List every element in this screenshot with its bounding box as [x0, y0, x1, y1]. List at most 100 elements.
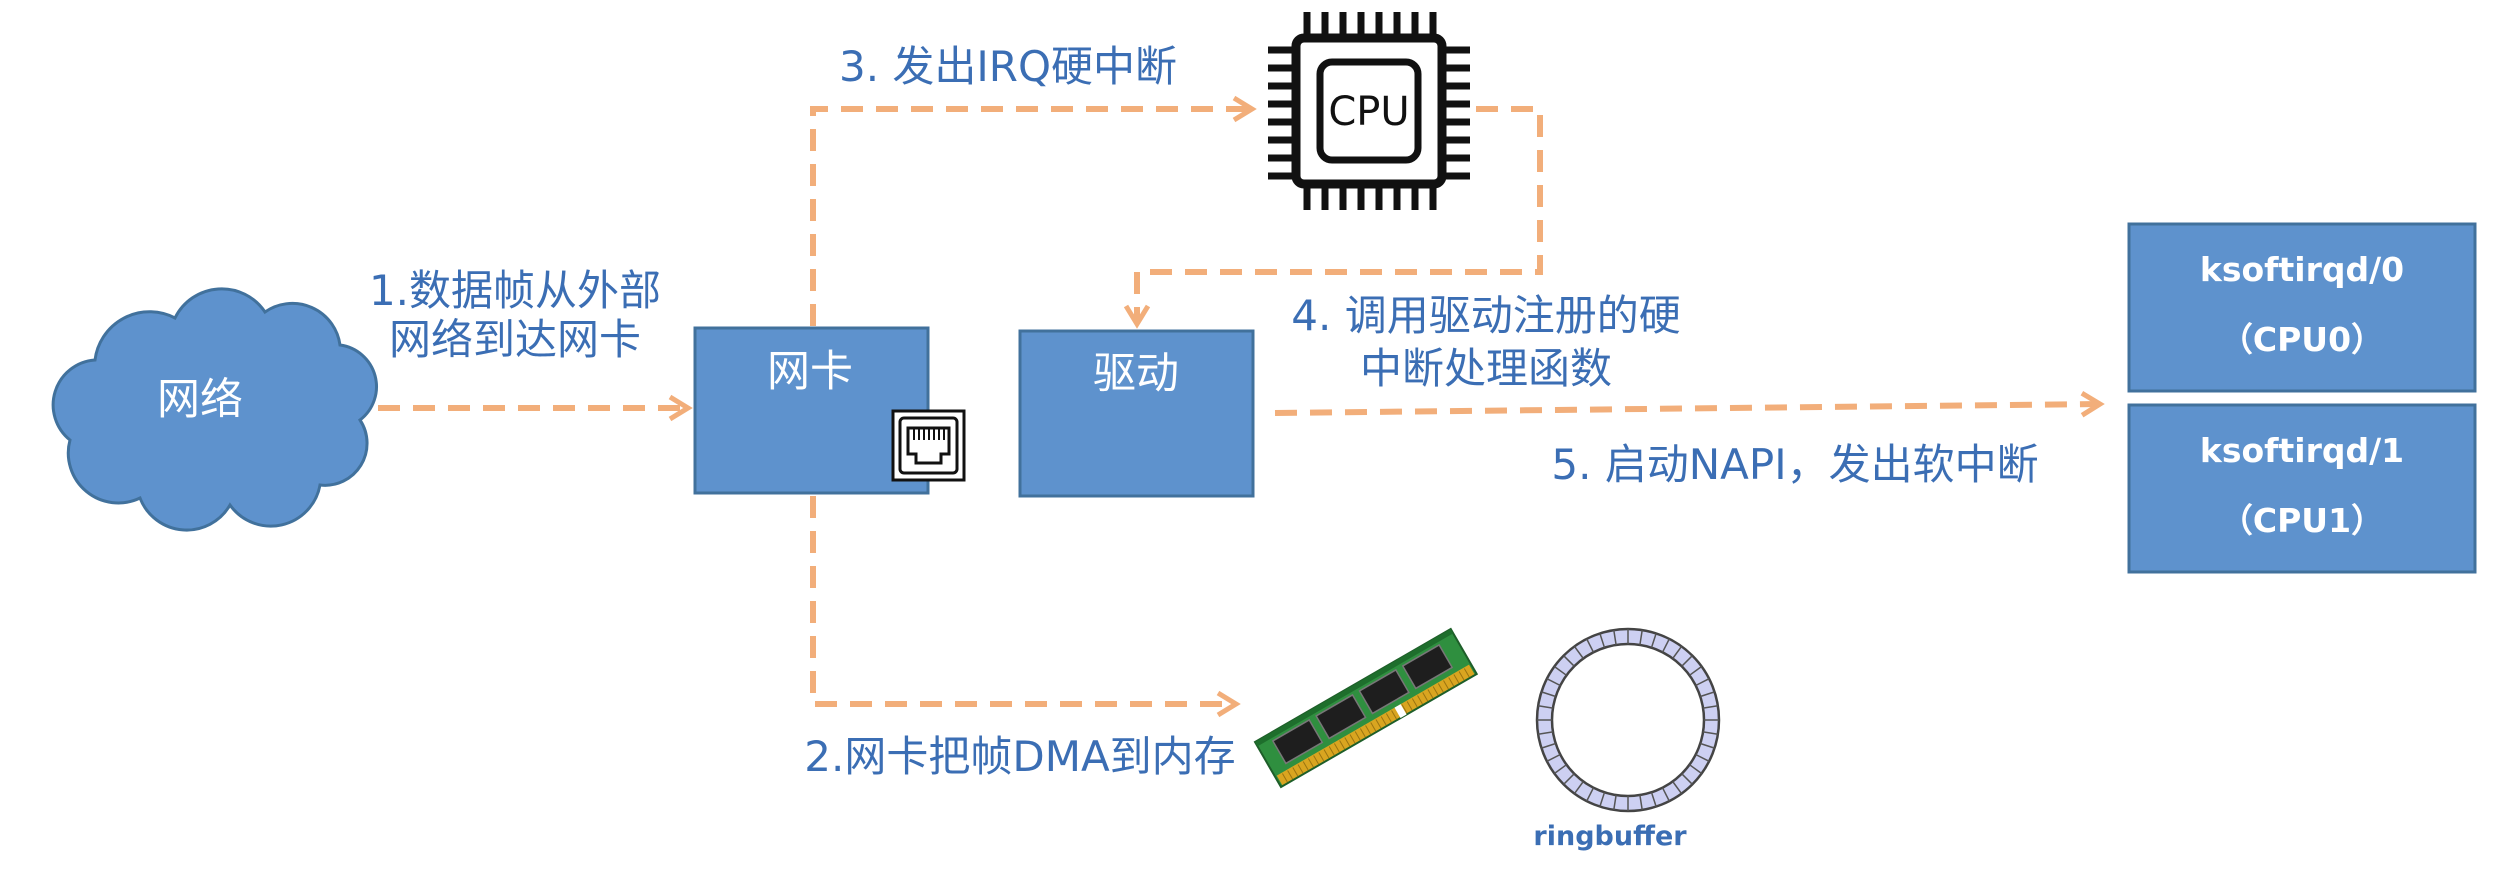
cpu-label: CPU [1328, 89, 1409, 135]
ring-segment [1546, 753, 1561, 762]
ksoftirqd-1-node: ksoftirqd/1 （CPU1） [2127, 403, 2477, 574]
memory-contact [1422, 692, 1429, 702]
memory-contact [1333, 743, 1340, 753]
memory-contact [1344, 737, 1351, 747]
nic-box [693, 326, 930, 495]
ring-segment [1541, 691, 1556, 698]
ring-buffer-icon [1535, 627, 1721, 813]
step-4-line-2: 中断处理函数 [1360, 344, 1612, 393]
memory-chip [1315, 693, 1367, 740]
memory-contact [1359, 728, 1366, 738]
ring-segment [1553, 764, 1567, 775]
memory-contact [1437, 683, 1444, 693]
memory-contact [1328, 746, 1335, 756]
ring-segment [1563, 655, 1575, 667]
memory-contact [1432, 686, 1439, 696]
flow-arrows [378, 95, 2105, 718]
memory-module-icon [1253, 627, 1479, 789]
memory-contact [1463, 668, 1470, 678]
memory-chips [1271, 643, 1454, 765]
ring-segment [1681, 773, 1693, 785]
memory-contact [1292, 767, 1299, 777]
ring-segments [1537, 629, 1719, 811]
memory-contact [1458, 671, 1465, 681]
memory-contact [1323, 749, 1330, 759]
step-1-line-1: 1.数据帧从外部 [369, 266, 661, 315]
ring-segment [1599, 633, 1606, 648]
memory-contact [1375, 719, 1382, 729]
memory-contact-dividers [1281, 668, 1470, 783]
ring-inner [1550, 642, 1706, 798]
network-label: 网络 [157, 375, 243, 425]
memory-contact [1287, 770, 1294, 780]
ring-segment [1650, 633, 1657, 648]
ksoftirqd-1-name: ksoftirqd/1 [2200, 431, 2404, 470]
ring-segment [1700, 742, 1715, 749]
ring-segment [1689, 764, 1703, 775]
memory-contact [1411, 698, 1418, 708]
memory-contact [1417, 695, 1423, 705]
memory-contact [1281, 773, 1288, 783]
ring-segment [1537, 705, 1554, 709]
arrow-nic-to-memory [810, 496, 1241, 718]
ksoftirqd-0-cpu: （CPU0） [2220, 320, 2384, 359]
ring-segment [1541, 742, 1556, 749]
ring-segment [1700, 691, 1715, 698]
ring-segment [1650, 792, 1657, 807]
memory-contact [1385, 713, 1392, 723]
ring-segment [1661, 638, 1670, 653]
step-5-label: 5. 启动NAPI，发出软中断 [1551, 440, 2038, 489]
ring-segment [1672, 781, 1683, 795]
ring-segment [1661, 787, 1670, 802]
driver-box [1018, 329, 1255, 498]
memory-contact [1448, 677, 1455, 687]
port-socket [906, 426, 951, 465]
memory-contact [1443, 680, 1449, 690]
driver-node: 驱动 [1018, 329, 1255, 498]
memory-contact [1391, 710, 1397, 720]
port-inner-frame [898, 416, 959, 475]
ring-segment [1695, 678, 1710, 687]
ringbuffer-label: ringbuffer [1533, 821, 1687, 852]
memory-contact [1427, 689, 1434, 699]
ring-segment [1681, 655, 1693, 667]
ring-segment [1586, 638, 1595, 653]
cloud-icon [51, 287, 378, 532]
memory-contact [1307, 758, 1314, 768]
cpu-core [1316, 58, 1422, 164]
ethernet-port-icon [891, 409, 966, 482]
port-pins [913, 428, 945, 440]
memory-contact [1302, 761, 1309, 771]
step-3-label: 3. 发出IRQ硬中断 [839, 42, 1177, 91]
ring-segment [1573, 781, 1584, 795]
cpu-chip-icon: CPU [1268, 12, 1470, 210]
step-4-line-1: 4. 调用驱动注册的硬 [1291, 291, 1680, 340]
memory-notch [1394, 704, 1407, 719]
memory-contact [1339, 740, 1346, 750]
nic-node: 网卡 [693, 326, 966, 495]
ksoftirqd-0-box [2127, 222, 2477, 393]
nic-label: 网卡 [767, 347, 853, 397]
ring-segment [1672, 645, 1683, 659]
memory-contact [1453, 674, 1460, 684]
ring-segment [1702, 731, 1719, 735]
step-1-line-2: 网络到达网卡 [389, 315, 641, 364]
memory-contact [1354, 731, 1361, 741]
memory-chip [1401, 643, 1454, 690]
port-frame [891, 409, 966, 482]
memory-pcb-edge [1255, 629, 1454, 747]
memory-contact [1380, 716, 1387, 726]
ksoftirqd-1-box [2127, 403, 2477, 574]
memory-contact [1365, 725, 1371, 735]
memory-contact [1349, 734, 1356, 744]
ring-segment [1639, 629, 1643, 646]
memory-contact [1313, 755, 1320, 765]
ring-segment [1563, 773, 1575, 785]
memory-contact [1297, 764, 1304, 774]
network-node: 网络 [51, 287, 378, 532]
ring-segment [1639, 794, 1643, 811]
ring-segment [1586, 787, 1595, 802]
ring-segment [1695, 753, 1710, 762]
step-1-label: 1.数据帧从外部 网络到达网卡 [369, 266, 661, 364]
